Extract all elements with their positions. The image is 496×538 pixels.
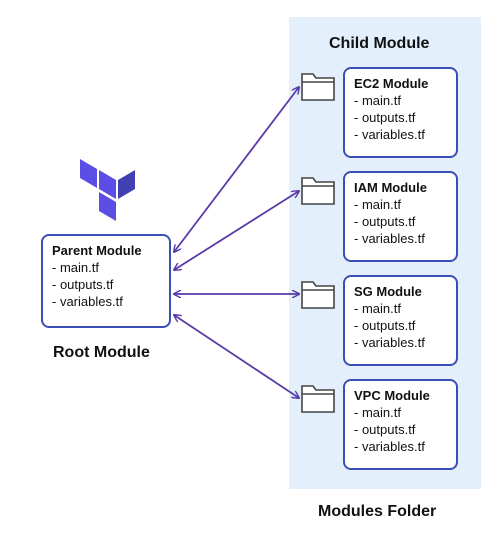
file-outputs-tf: - outputs.tf: [354, 214, 416, 229]
ec2-module-box: EC2 Module - main.tf - outputs.tf - vari…: [343, 67, 458, 158]
file-outputs-tf: - outputs.tf: [52, 277, 114, 292]
file-variables-tf: - variables.tf: [354, 231, 425, 246]
root-module-label: Root Module: [53, 344, 150, 361]
folder-icon: [301, 281, 335, 309]
arrow-to-ec2: [174, 87, 299, 252]
module-title: IAM Module: [354, 180, 427, 195]
file-outputs-tf: - outputs.tf: [354, 318, 416, 333]
file-variables-tf: - variables.tf: [354, 335, 425, 350]
file-main-tf: - main.tf: [354, 197, 401, 212]
file-variables-tf: - variables.tf: [354, 127, 425, 142]
folder-icon: [301, 73, 335, 101]
arrow-to-iam: [174, 191, 299, 270]
module-title: EC2 Module: [354, 76, 429, 91]
vpc-module-box: VPC Module - main.tf - outputs.tf - vari…: [343, 379, 458, 470]
file-variables-tf: - variables.tf: [52, 294, 123, 309]
modules-folder-label: Modules Folder: [318, 503, 437, 520]
folder-icon: [301, 177, 335, 205]
module-title: VPC Module: [354, 388, 430, 403]
iam-module-box: IAM Module - main.tf - outputs.tf - vari…: [343, 171, 458, 262]
parent-module-title: Parent Module: [52, 243, 142, 258]
file-main-tf: - main.tf: [354, 301, 401, 316]
terraform-logo-icon: [80, 159, 135, 221]
parent-module-box: Parent Module - main.tf - outputs.tf - v…: [41, 234, 171, 328]
file-main-tf: - main.tf: [52, 260, 99, 275]
sg-module-box: SG Module - main.tf - outputs.tf - varia…: [343, 275, 458, 366]
arrow-to-vpc: [174, 315, 299, 398]
file-main-tf: - main.tf: [354, 405, 401, 420]
folder-icon: [301, 385, 335, 413]
child-module-heading: Child Module: [329, 35, 430, 52]
file-variables-tf: - variables.tf: [354, 439, 425, 454]
file-outputs-tf: - outputs.tf: [354, 110, 416, 125]
module-title: SG Module: [354, 284, 422, 299]
file-main-tf: - main.tf: [354, 93, 401, 108]
file-outputs-tf: - outputs.tf: [354, 422, 416, 437]
